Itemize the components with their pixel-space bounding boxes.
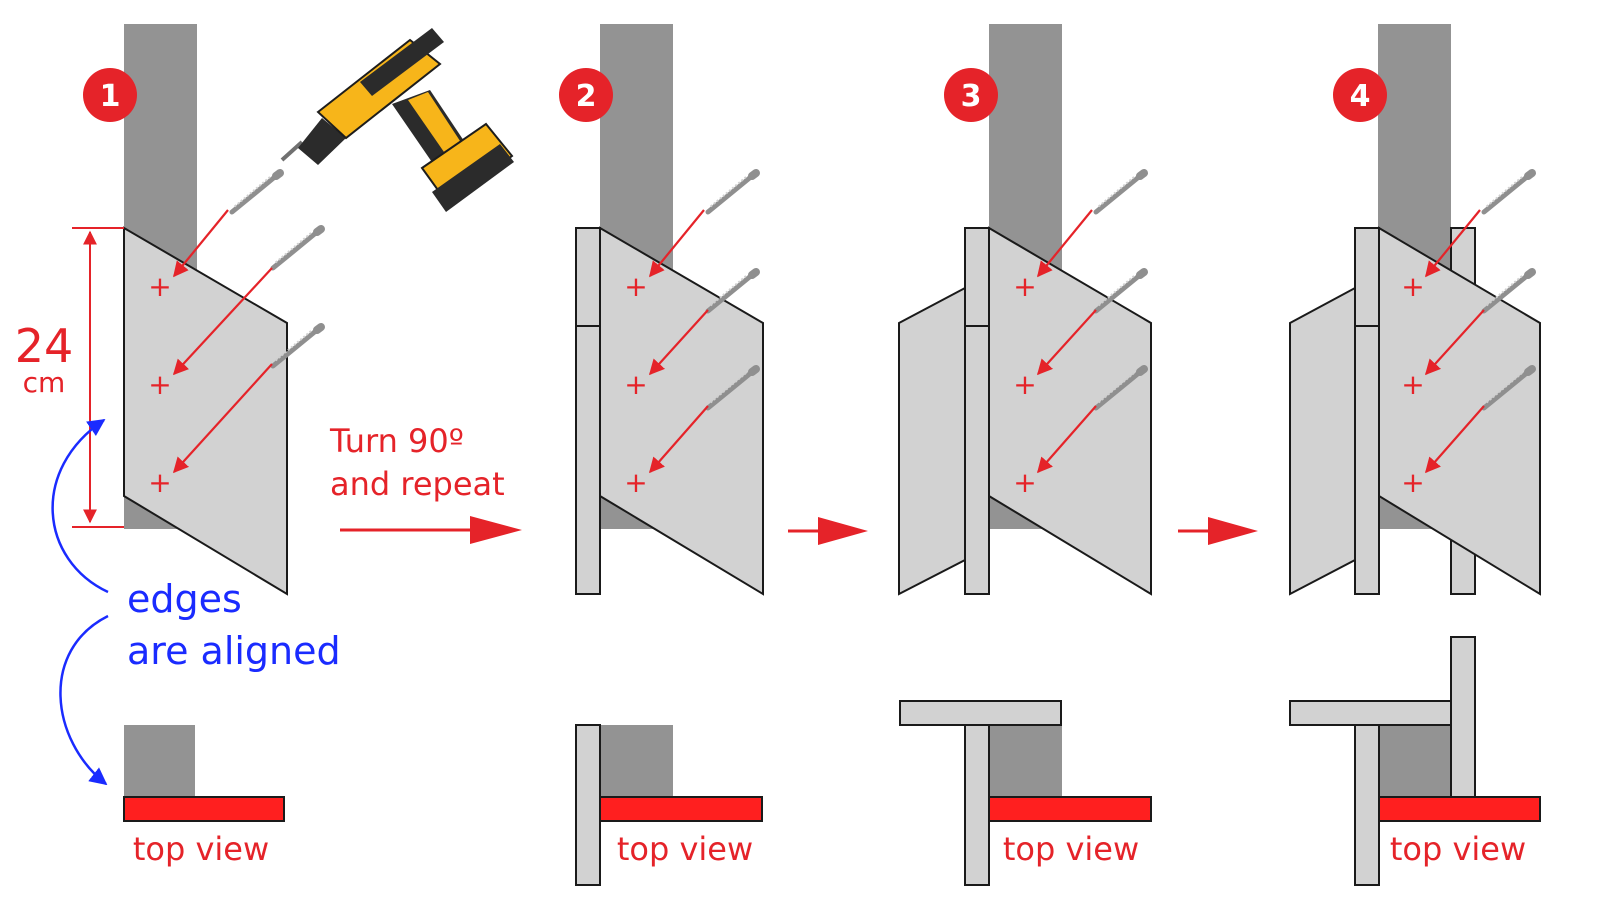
- panel-first: [123, 226, 288, 596]
- top-view-label: top view: [1390, 830, 1526, 868]
- step-badge-2: 2: [559, 68, 613, 122]
- step-4-top-view: top view: [1289, 636, 1541, 886]
- step-3-front-view: + + +: [898, 24, 1152, 596]
- svg-text:+: +: [624, 270, 647, 303]
- step-number: 4: [1350, 79, 1371, 114]
- edges-aligned-note: edges are aligned: [51, 418, 341, 786]
- step-4-front-view: + + +: [1289, 24, 1541, 596]
- step-1-top-view: top view: [123, 725, 285, 868]
- turn-line2: and repeat: [330, 465, 505, 503]
- plus-mark-icon: +: [148, 270, 171, 303]
- plus-mark-icon: +: [148, 466, 171, 499]
- step-number: 3: [961, 79, 982, 114]
- svg-text:+: +: [1401, 368, 1424, 401]
- top-view-label: top view: [617, 830, 753, 868]
- arrow-right-icon: [788, 517, 868, 545]
- step-1-front-view: + + +: [123, 24, 321, 596]
- step-3-top-view: top view: [899, 700, 1152, 886]
- svg-text:+: +: [1013, 466, 1036, 499]
- svg-text:+: +: [624, 368, 647, 401]
- svg-text:+: +: [1401, 270, 1424, 303]
- svg-text:+: +: [1013, 368, 1036, 401]
- dimension-marker: 24 cm: [15, 227, 124, 528]
- step-2-top-view: top view: [575, 724, 763, 886]
- dimension-value: 24: [15, 319, 74, 373]
- plus-mark-icon: +: [148, 368, 171, 401]
- step-number: 1: [100, 79, 121, 114]
- edges-note-line1: edges: [127, 577, 242, 621]
- screw-icon: [273, 229, 321, 268]
- step-2-front-view: + + +: [575, 24, 764, 596]
- step-badge-1: 1: [83, 68, 137, 122]
- arrow-right-icon: [1178, 517, 1258, 545]
- cordless-drill-icon: [280, 28, 514, 212]
- svg-text:+: +: [1013, 270, 1036, 303]
- top-view-label: top view: [133, 830, 269, 868]
- edges-note-line2: are aligned: [127, 629, 341, 673]
- svg-text:+: +: [1401, 466, 1424, 499]
- top-view-label: top view: [1003, 830, 1139, 868]
- step-badge-3: 3: [944, 68, 998, 122]
- dimension-unit: cm: [23, 366, 66, 399]
- svg-text:+: +: [624, 466, 647, 499]
- step-badge-4: 4: [1333, 68, 1387, 122]
- turn-instruction: Turn 90º and repeat: [329, 422, 522, 544]
- screw-icon: [232, 173, 280, 212]
- step-number: 2: [576, 79, 597, 114]
- turn-line1: Turn 90º: [329, 422, 464, 460]
